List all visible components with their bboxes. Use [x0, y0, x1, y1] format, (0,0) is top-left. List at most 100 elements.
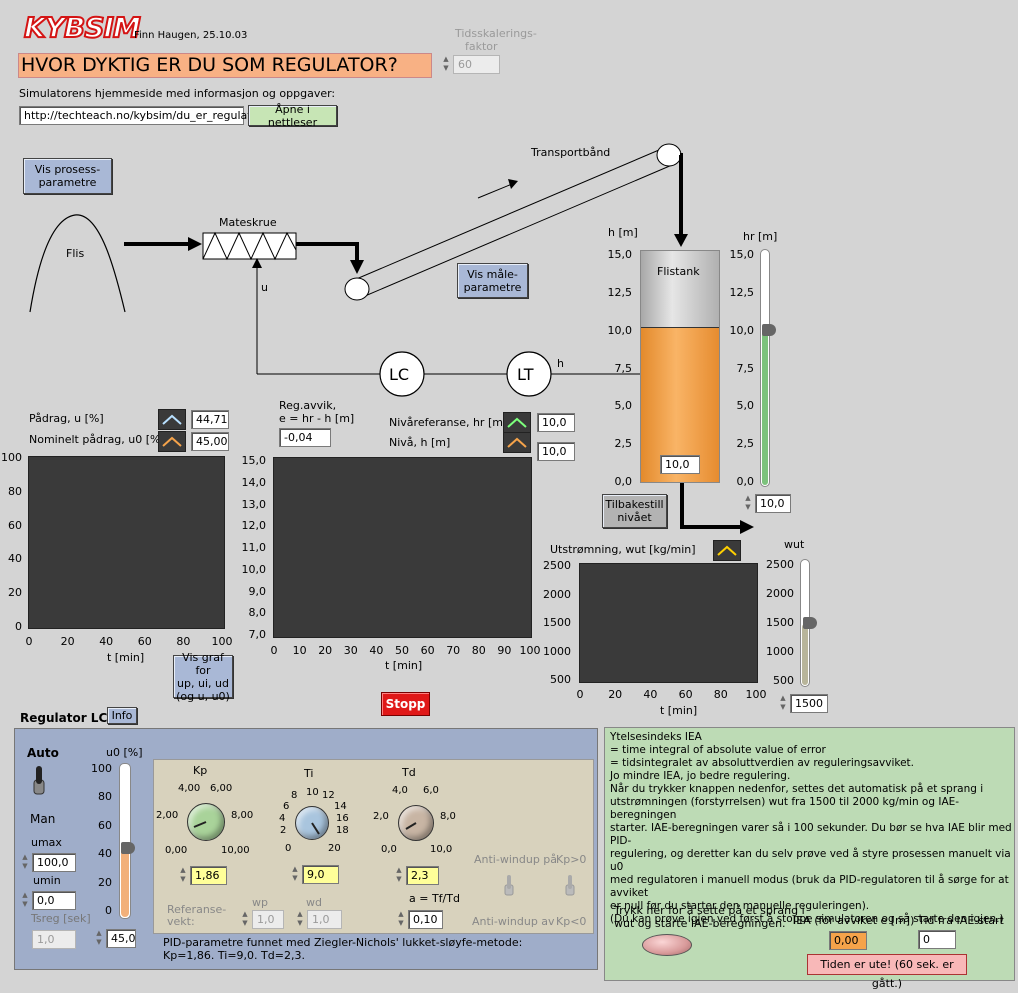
ti-scale-16: 16: [336, 813, 349, 824]
chart1-plot: [28, 456, 225, 629]
kp-spinner[interactable]: ▲▼: [180, 866, 186, 883]
u0-spinner[interactable]: ▲▼: [96, 929, 102, 946]
chart2-label-h: Nivå, h [m]: [389, 436, 451, 449]
timescale-field[interactable]: 60: [453, 55, 500, 74]
umin-spinner[interactable]: ▲▼: [22, 891, 28, 908]
u0-slider-title: u0 [%]: [106, 746, 143, 759]
chart1-y-tick: 20: [8, 586, 22, 600]
chart2-x-tick: 30: [343, 644, 358, 657]
h-legend-icon[interactable]: [503, 432, 531, 453]
wut-slider-handle[interactable]: [803, 617, 817, 629]
reset-level-button[interactable]: Tilbakestill nivået: [602, 494, 667, 528]
u-label: u: [261, 281, 268, 294]
stop-button[interactable]: Stopp: [381, 692, 430, 716]
umax-field[interactable]: 100,0: [32, 853, 76, 872]
kp-knob[interactable]: [187, 803, 225, 841]
ti-spinner[interactable]: ▲▼: [292, 865, 298, 882]
chart1-xlabel: t [min]: [107, 651, 145, 664]
hr-value: 10,0: [537, 413, 575, 432]
show-measurement-params-button[interactable]: Vis måle- parametre: [457, 263, 528, 298]
u0-axis-tick: 40: [98, 847, 112, 861]
ti-scale-10: 10: [306, 787, 319, 798]
zn-note-1: PID-parametre funnet med Ziegler-Nichols…: [163, 936, 523, 949]
hr-slider-track[interactable]: [760, 249, 770, 487]
wut-spinner[interactable]: ▲▼: [780, 694, 786, 711]
u-legend-icon[interactable]: [158, 409, 186, 430]
kp-field[interactable]: 1,86: [190, 866, 227, 885]
chart2-x-tick: 70: [446, 644, 461, 657]
chart3-x-tick: 80: [713, 688, 728, 701]
td-scale-10: 10,0: [430, 844, 453, 855]
chart3-x-tick: 100: [745, 688, 767, 701]
wp-field[interactable]: 1,0: [252, 910, 284, 929]
hr-slider-handle[interactable]: [762, 324, 776, 336]
tsreg-label: Tsreg [sek]: [31, 912, 91, 925]
ti-field[interactable]: 9,0: [302, 865, 339, 884]
td-scale-6: 6,0: [423, 785, 439, 796]
hr-legend-icon[interactable]: [503, 412, 531, 433]
wut-axis-tick: 1500: [766, 616, 794, 629]
man-label: Man: [30, 812, 56, 826]
umin-field[interactable]: 0,0: [32, 891, 76, 910]
chart1-x-tick: 20: [60, 635, 75, 648]
tank-axis-tick: 12,5: [607, 285, 633, 299]
a-spinner[interactable]: ▲▼: [398, 910, 404, 927]
wp-label: wp: [252, 896, 268, 909]
chart2-y-tick: 14,0: [241, 475, 267, 489]
tank-axis-tick: 0,0: [614, 475, 633, 488]
umax-spinner[interactable]: ▲▼: [22, 853, 28, 870]
td-spinner[interactable]: ▲▼: [396, 866, 402, 883]
a-field[interactable]: 0,10: [408, 910, 443, 929]
auto-man-toggle[interactable]: [30, 764, 48, 796]
ti-knob[interactable]: [295, 806, 329, 840]
kp-sign-toggle[interactable]: [563, 873, 577, 897]
u0-axis-tick: 60: [98, 818, 112, 832]
homepage-url-field[interactable]: http://techteach.no/kybsim/du_er_regulat…: [19, 106, 263, 125]
chart2-x-tick: 10: [292, 644, 307, 657]
wd-field[interactable]: 1,0: [307, 910, 342, 929]
chart3-y-tick: 2000: [543, 587, 571, 601]
wut-field[interactable]: 1500: [790, 694, 828, 713]
hr-slider-title: hr [m]: [743, 230, 778, 243]
wut-legend-icon[interactable]: [713, 540, 741, 561]
info-button[interactable]: Info: [107, 707, 137, 724]
chart2-x-tick: 60: [420, 644, 435, 657]
antiwindup-off-label: Anti-windup av: [472, 915, 555, 928]
wut-axis-tick: 500: [773, 674, 794, 687]
process-diagram: [29, 143, 754, 534]
u0-slider-handle[interactable]: [121, 842, 135, 854]
u0-slider-track[interactable]: [119, 763, 131, 919]
open-browser-button[interactable]: Åpne i nettleser: [248, 103, 337, 129]
show-process-params-button[interactable]: Vis prosess- parametre: [23, 158, 112, 194]
u0-value: 45,00: [191, 432, 229, 451]
chart2-y-tick: 11,0: [241, 541, 267, 554]
show-graph-button[interactable]: Vis graf for up, ui, ud (og u, u0): [173, 651, 233, 703]
chart1-y-tick: 100: [1, 451, 22, 464]
u-value: 44,71: [191, 410, 229, 429]
wut-axis-tick: 2000: [766, 587, 794, 600]
wut-slider-title: wut: [784, 538, 805, 551]
u0-field[interactable]: 45,0: [106, 929, 136, 948]
iae-description: Ytelsesindeks IEA = time integral of abs…: [610, 731, 1012, 925]
td-field[interactable]: 2,3: [406, 866, 439, 885]
hr-spinner[interactable]: ▲▼: [745, 494, 751, 511]
kp-scale-4: 4,00: [178, 783, 201, 794]
kp-positive-label: Kp>0: [556, 853, 587, 866]
kp-scale-2: 2,00: [156, 810, 179, 821]
iae-start-button[interactable]: [642, 934, 692, 956]
timescale-spinner[interactable]: ▲▼: [443, 55, 449, 72]
wp-spinner[interactable]: ▲▼: [242, 910, 248, 927]
author-date: Finn Haugen, 25.10.03: [134, 30, 248, 41]
td-knob[interactable]: [398, 805, 434, 841]
u0-legend-icon[interactable]: [158, 431, 186, 452]
tsreg-field[interactable]: 1,0: [32, 930, 76, 949]
wd-label: wd: [306, 896, 322, 909]
u0-axis-tick: 0: [105, 904, 112, 917]
chart2-y-tick: 13,0: [241, 497, 267, 511]
chart2-y-tick: 12,0: [241, 519, 267, 533]
chart3-x-tick: 0: [576, 688, 584, 701]
antiwindup-toggle[interactable]: [502, 873, 516, 897]
u0-axis-tick: 100: [91, 762, 112, 775]
hr-field[interactable]: 10,0: [755, 494, 791, 513]
wd-spinner[interactable]: ▲▼: [297, 910, 303, 927]
